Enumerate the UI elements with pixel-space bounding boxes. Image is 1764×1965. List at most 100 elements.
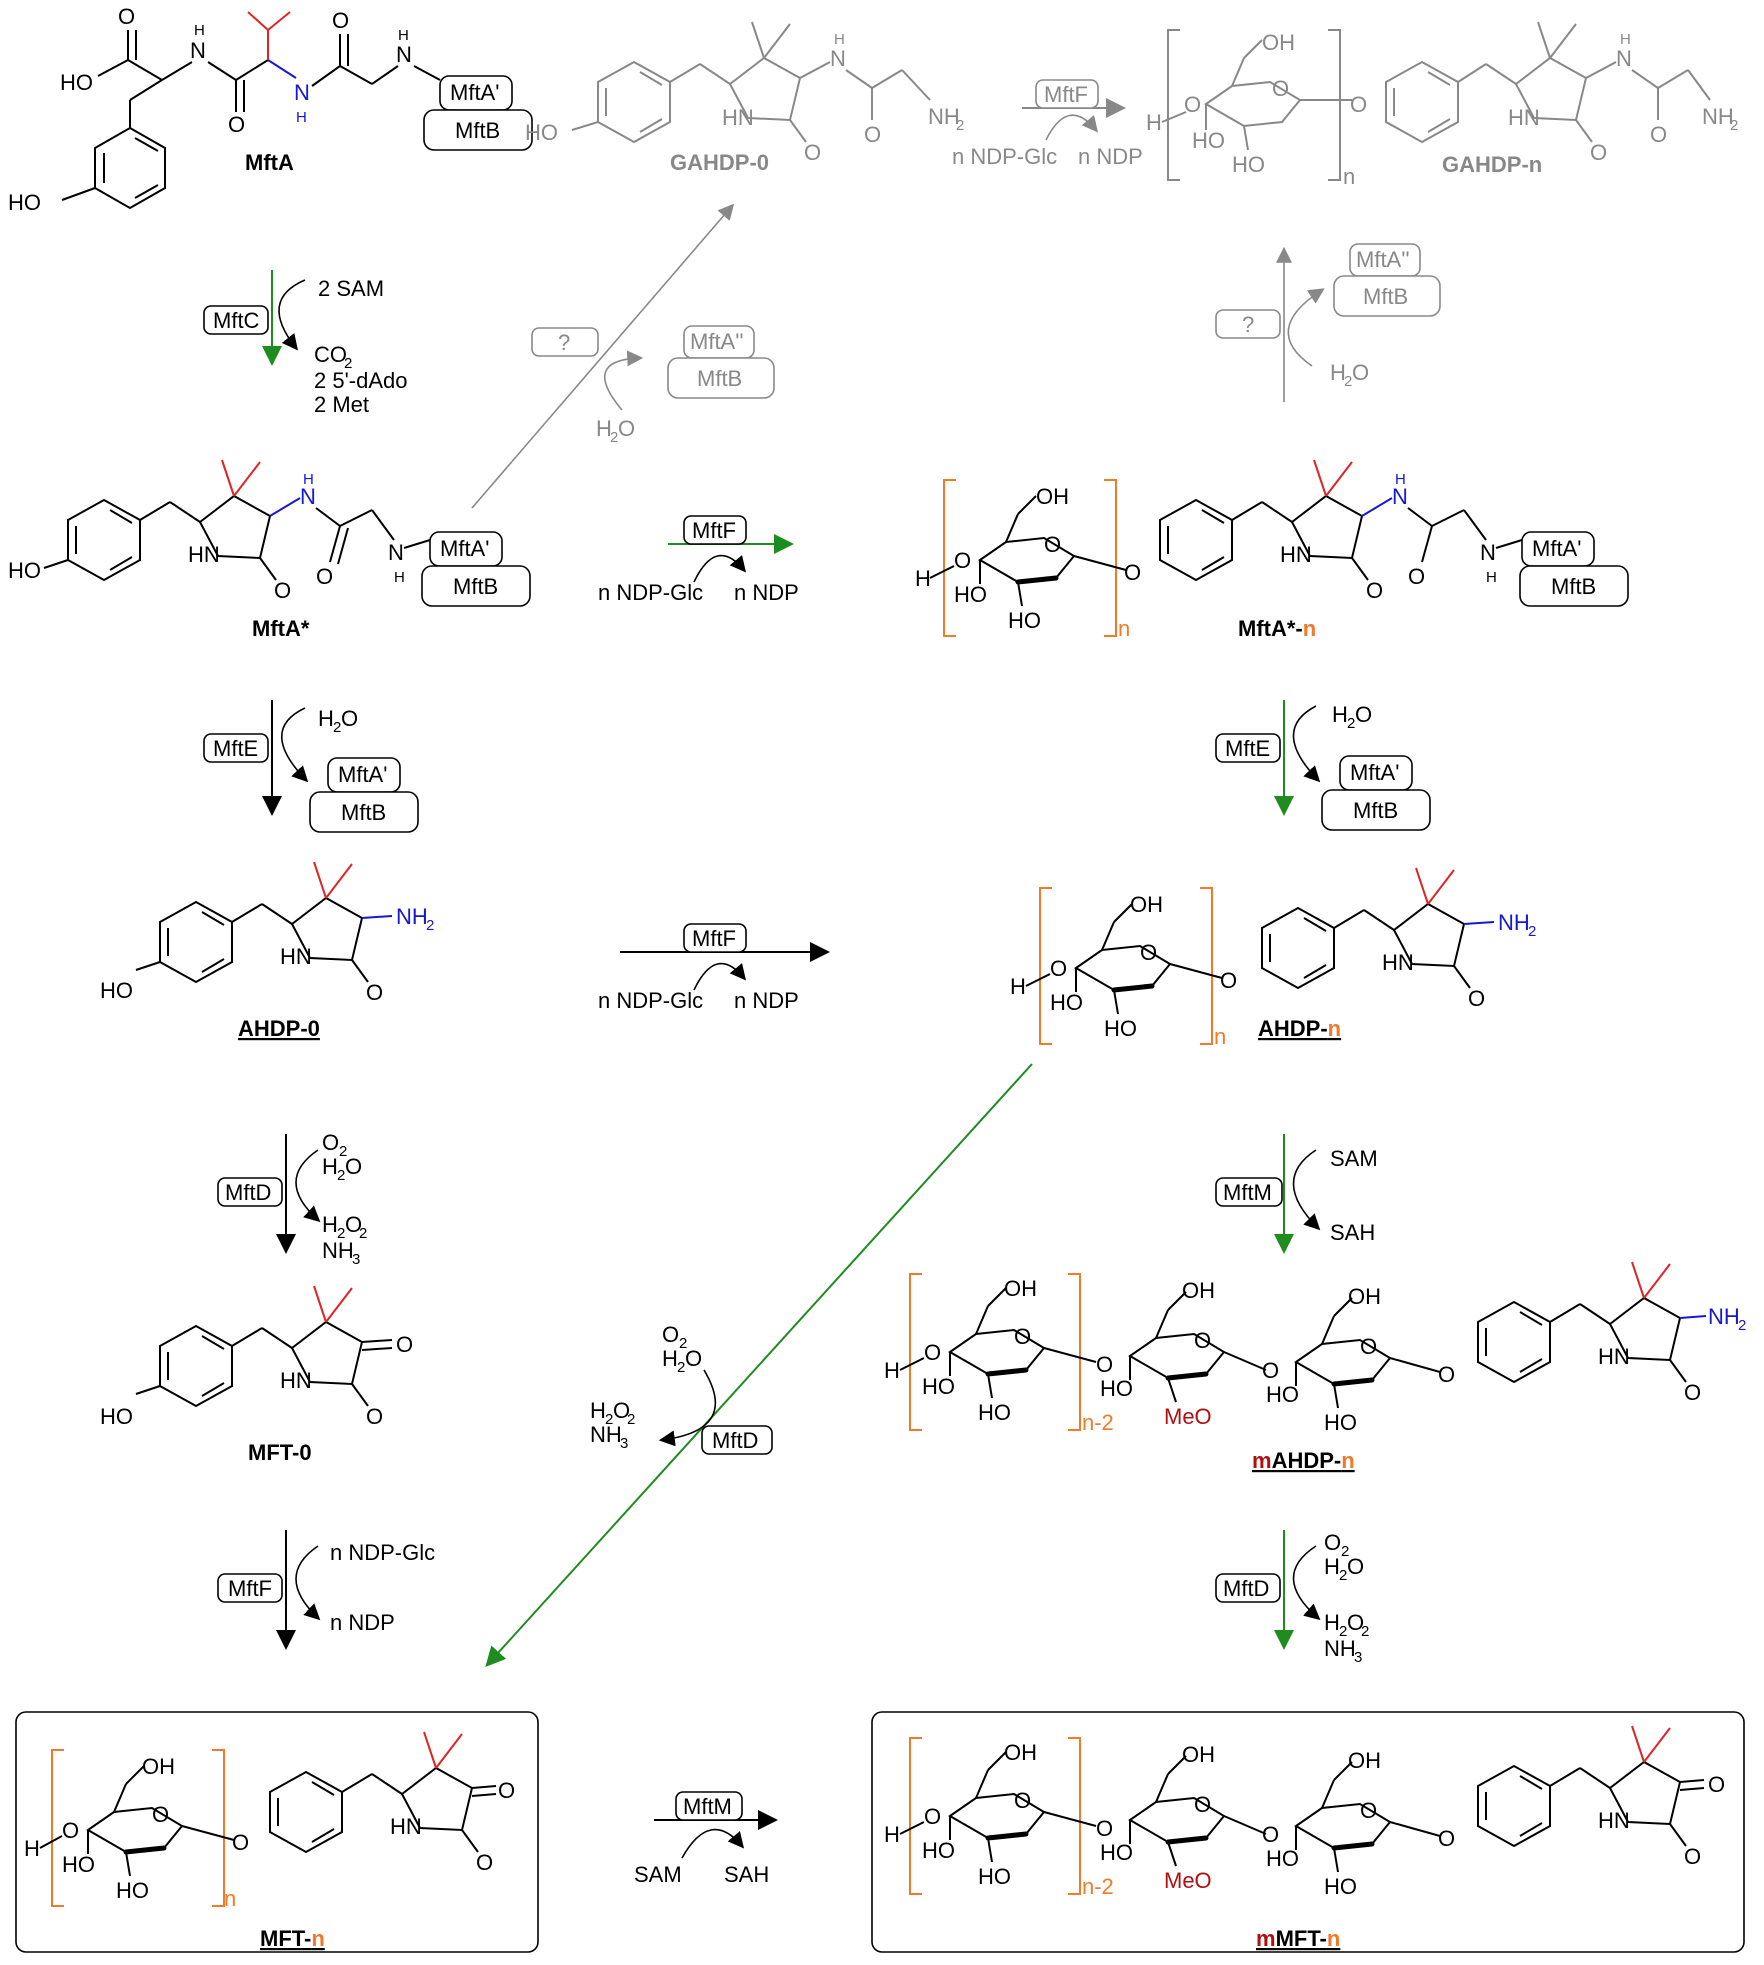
- svg-text:H: H: [322, 1154, 338, 1179]
- svg-text:n: n: [1118, 616, 1130, 641]
- svg-text:2: 2: [344, 355, 352, 372]
- svg-text:MftE: MftE: [213, 736, 258, 761]
- svg-text:O: O: [864, 122, 881, 147]
- svg-text:MftA': MftA': [1350, 760, 1399, 785]
- mftn-frame: [15, 1711, 539, 1953]
- svg-text:NH: NH: [322, 1238, 354, 1263]
- svg-text:n NDP-Glc: n NDP-Glc: [330, 1540, 435, 1565]
- svg-text:O: O: [332, 8, 349, 33]
- svg-text:2: 2: [1344, 373, 1352, 390]
- svg-text:2: 2: [1339, 1623, 1347, 1640]
- mmftn-frame: [871, 1711, 1745, 1953]
- svg-text:O: O: [1438, 1362, 1455, 1387]
- svg-text:O: O: [1194, 1792, 1211, 1817]
- svg-text:O: O: [345, 1154, 362, 1179]
- svg-text:O: O: [1140, 940, 1157, 965]
- svg-text:HO: HO: [1324, 1874, 1357, 1899]
- svg-text:H: H: [1324, 1554, 1340, 1579]
- gahdpn-label: GAHDP-n: [1442, 152, 1542, 177]
- svg-text:H: H: [194, 22, 205, 39]
- svg-text:H: H: [24, 1836, 40, 1861]
- svg-text:O: O: [924, 1340, 941, 1365]
- svg-text:H: H: [1324, 1610, 1340, 1635]
- svg-text:SAM: SAM: [634, 1862, 682, 1887]
- svg-text:N: N: [830, 46, 846, 71]
- svg-text:MftM: MftM: [683, 1794, 732, 1819]
- svg-text:?: ?: [558, 330, 570, 355]
- svg-text:H: H: [884, 1358, 900, 1383]
- mftastarn-structure: n H O OH O HO HO O HN O N H O N: [915, 459, 1523, 641]
- svg-text:2: 2: [627, 1411, 635, 1428]
- svg-text:O: O: [316, 564, 333, 589]
- svg-text:HO: HO: [922, 1838, 955, 1863]
- svg-text:2 Met: 2 Met: [314, 392, 369, 417]
- mahdpn-structure: n-2 H O OH O HO HO O OH O HO MeO O OH O: [884, 1261, 1746, 1435]
- svg-text:O: O: [1366, 578, 1383, 603]
- svg-text:HN: HN: [280, 1368, 312, 1393]
- svg-text:2: 2: [1738, 1317, 1746, 1334]
- svg-text:O: O: [1262, 1358, 1279, 1383]
- svg-text:O: O: [232, 1830, 249, 1855]
- svg-text:MftB: MftB: [697, 366, 742, 391]
- gray-diagonal-arrow: [471, 203, 735, 509]
- svg-text:n NDP-Glc: n NDP-Glc: [598, 988, 703, 1013]
- svg-text:SAM: SAM: [1330, 1146, 1378, 1171]
- mftd-diagonal-step: MftD O 2 H 2 O H 2 O 2 NH 3: [590, 1322, 773, 1455]
- svg-text:O: O: [1650, 122, 1667, 147]
- svg-text:HO: HO: [1324, 1410, 1357, 1435]
- svg-text:HO: HO: [1100, 1376, 1133, 1401]
- svg-text:HO: HO: [1104, 1016, 1137, 1041]
- svg-text:MftB: MftB: [455, 118, 500, 143]
- svg-text:CO: CO: [314, 342, 347, 367]
- svg-text:MftF: MftF: [228, 1576, 272, 1601]
- svg-text:H: H: [318, 706, 334, 731]
- svg-text:H: H: [1486, 569, 1497, 586]
- svg-text:H: H: [596, 416, 612, 441]
- svg-text:O: O: [1044, 532, 1061, 557]
- svg-text:HN: HN: [1280, 542, 1312, 567]
- svg-text:n-2: n-2: [1082, 1874, 1114, 1899]
- svg-text:O: O: [1347, 1554, 1364, 1579]
- mftastar-structure: HO HN O N H O N H: [8, 459, 431, 603]
- svg-text:HN: HN: [390, 1814, 422, 1839]
- svg-text:2 5'-dAdo: 2 5'-dAdo: [314, 368, 408, 393]
- svg-text:O: O: [1014, 1788, 1031, 1813]
- svg-text:MftA': MftA': [450, 80, 499, 105]
- svg-text:H: H: [303, 471, 314, 488]
- svg-text:NH: NH: [1324, 1636, 1356, 1661]
- svg-text:OH: OH: [1348, 1748, 1381, 1773]
- svg-text:H: H: [590, 1398, 606, 1423]
- svg-text:HN: HN: [188, 542, 220, 567]
- svg-text:O: O: [1352, 360, 1369, 385]
- ahdpn-structure: n H O OH O HO HO O HN O NH 2: [1010, 867, 1536, 1049]
- svg-text:H: H: [1395, 471, 1406, 488]
- mftf-top-step: MftF n NDP-Glc n NDP: [952, 79, 1143, 169]
- svg-text:NH: NH: [1702, 104, 1734, 129]
- svg-text:2: 2: [677, 1359, 685, 1376]
- svg-text:O: O: [1184, 92, 1201, 117]
- svg-text:MftA'': MftA'': [690, 329, 744, 354]
- svg-text:H: H: [915, 566, 931, 591]
- svg-text:2: 2: [359, 1225, 367, 1242]
- svg-text:NH: NH: [928, 104, 960, 129]
- svg-text:NH: NH: [590, 1422, 622, 1447]
- svg-text:MeO: MeO: [1164, 1404, 1212, 1429]
- svg-text:OH: OH: [1348, 1284, 1381, 1309]
- ahdp0-label: AHDP-0: [238, 1016, 320, 1041]
- svg-text:2: 2: [679, 1335, 687, 1352]
- svg-text:O: O: [366, 980, 383, 1005]
- mftc-step: MftC 2 SAM CO 2 2 5'-dAdo 2 Met: [203, 270, 408, 417]
- svg-text:O: O: [1262, 1822, 1279, 1847]
- svg-text:O: O: [1096, 1352, 1113, 1377]
- svg-text:HO: HO: [100, 1404, 133, 1429]
- svg-text:O: O: [498, 1778, 515, 1803]
- svg-text:O: O: [274, 578, 291, 603]
- svg-text:HN: HN: [280, 944, 312, 969]
- gahdpn-structure: n H O OH O HO HO O HN O N H O NH 2: [1146, 21, 1738, 189]
- svg-text:2: 2: [1730, 117, 1738, 134]
- svg-text:O: O: [1050, 956, 1067, 981]
- svg-text:HO: HO: [1192, 128, 1225, 153]
- svg-text:O: O: [118, 4, 135, 29]
- svg-text:O: O: [685, 1346, 702, 1371]
- svg-text:O: O: [1272, 76, 1289, 101]
